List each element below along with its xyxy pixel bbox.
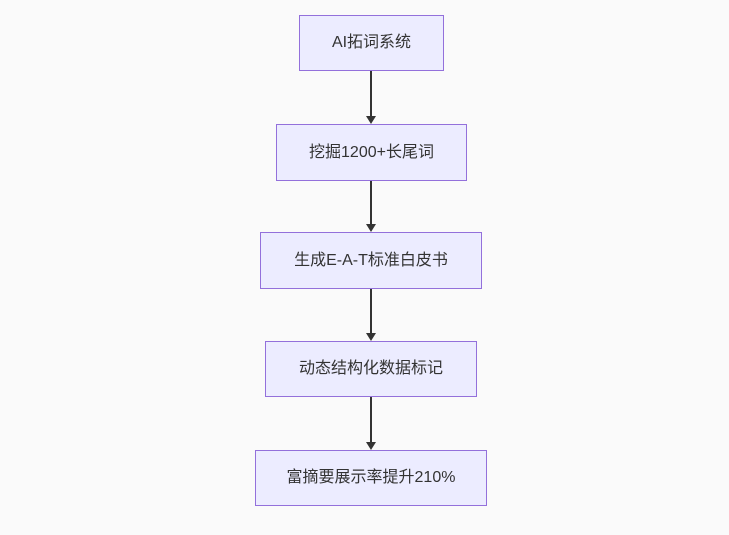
flow-node-ai-expansion-system: AI拓词系统 [299, 15, 444, 71]
arrowhead-down-icon [366, 224, 376, 232]
node-label: 生成E-A-T标准白皮书 [294, 251, 448, 269]
connector-arrow-4 [366, 397, 376, 450]
arrowhead-down-icon [366, 442, 376, 450]
arrowhead-down-icon [366, 333, 376, 341]
node-label: 富摘要展示率提升210% [286, 469, 456, 487]
connector-arrow-1 [366, 71, 376, 124]
connector-arrow-3 [366, 289, 376, 341]
flow-node-longtail-mining: 挖掘1200+长尾词 [276, 124, 467, 181]
flow-node-structured-data-markup: 动态结构化数据标记 [265, 341, 477, 397]
connector-arrow-2 [366, 181, 376, 232]
arrowhead-down-icon [366, 116, 376, 124]
flow-node-rich-snippet-uplift: 富摘要展示率提升210% [255, 450, 487, 506]
node-label: 挖掘1200+长尾词 [309, 143, 434, 161]
flow-node-eat-whitepaper: 生成E-A-T标准白皮书 [260, 232, 482, 289]
node-label: 动态结构化数据标记 [298, 360, 443, 378]
node-label: AI拓词系统 [331, 34, 412, 52]
